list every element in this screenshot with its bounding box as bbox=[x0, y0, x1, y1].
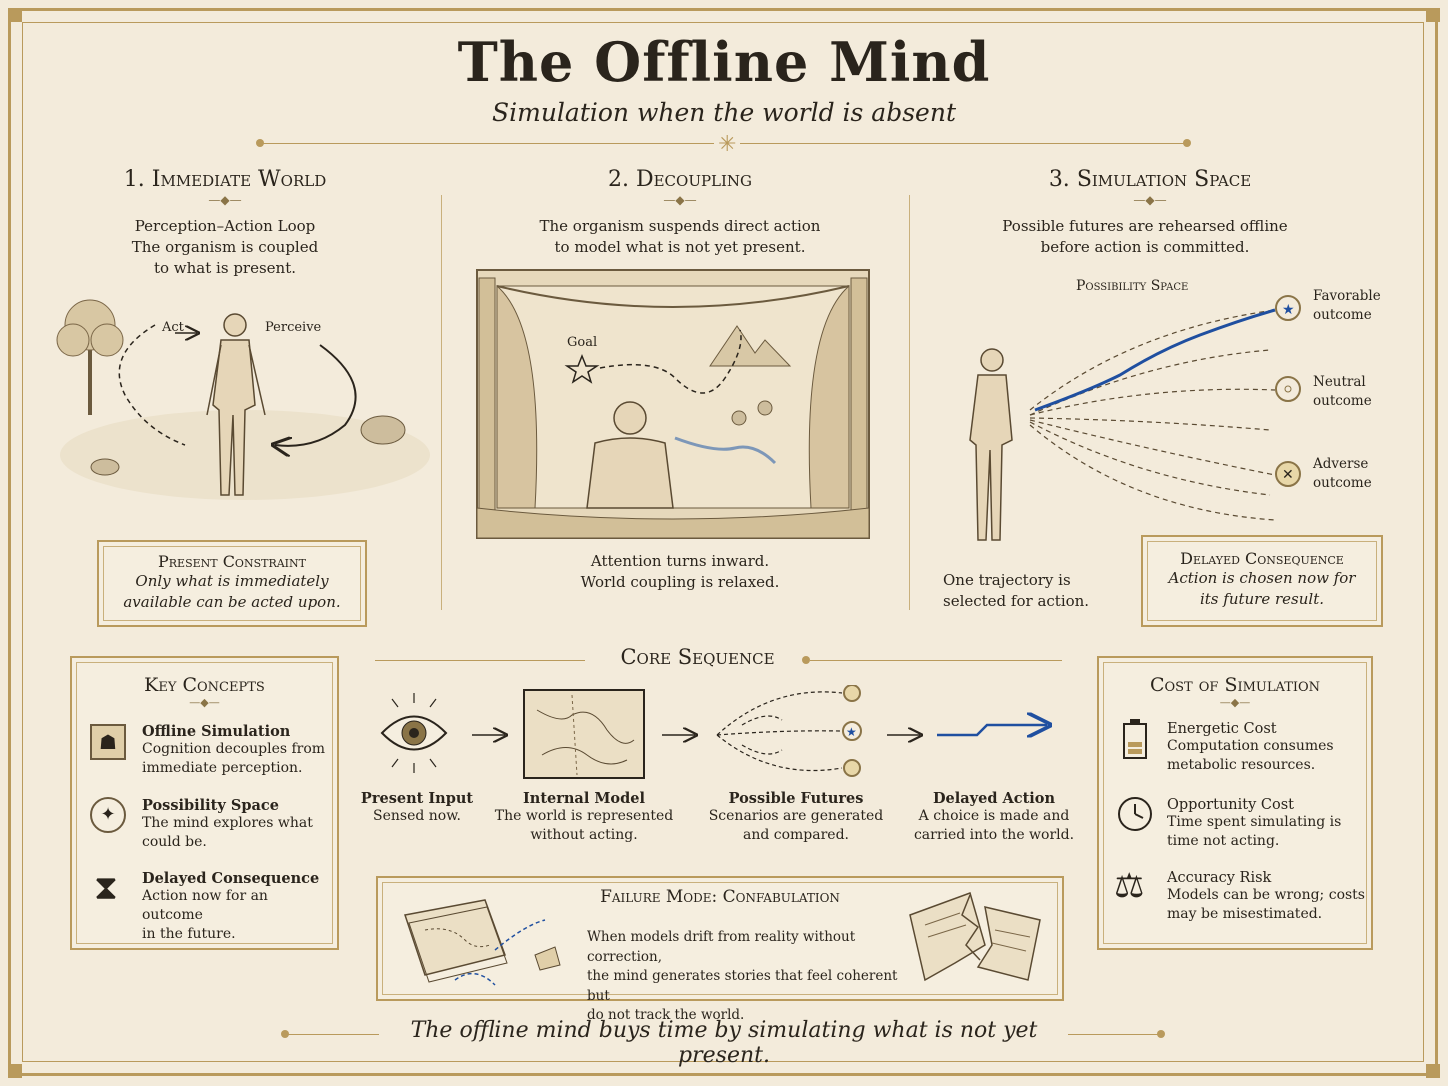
corner-ornament bbox=[8, 1064, 22, 1078]
footer-divider bbox=[287, 1034, 379, 1035]
page-subtitle: Simulation when the world is absent bbox=[491, 98, 956, 127]
perception-action-loop-illustration: Act Perceive bbox=[56, 299, 430, 500]
goal-star-icon bbox=[564, 353, 600, 384]
svg-text:✕: ✕ bbox=[1282, 467, 1294, 483]
framed-figure-icon: ☗ bbox=[90, 724, 126, 760]
section-heading-immediate-world: 1. Immediate World bbox=[123, 167, 327, 192]
human-figure-icon bbox=[969, 348, 1013, 541]
eye-icon bbox=[380, 693, 448, 773]
footer-tagline: The offline mind buys time by simulating… bbox=[410, 1018, 1038, 1068]
divider-dot bbox=[1183, 139, 1191, 147]
svg-text:★: ★ bbox=[1282, 302, 1295, 318]
failure-mode-title: Failure Mode: Confabulation bbox=[600, 887, 840, 907]
concept-item: Delayed Consequence Action now for an ou… bbox=[142, 870, 320, 942]
heading-ornament-icon: —◆— bbox=[208, 193, 242, 207]
delayed-consequence-box: Delayed Consequence Action is chosen now… bbox=[1141, 535, 1383, 627]
goal-label: Goal bbox=[567, 335, 597, 350]
divider-dot bbox=[281, 1030, 289, 1038]
failure-mode-text: When models drift from reality without c… bbox=[587, 929, 898, 1023]
human-figure-icon bbox=[206, 313, 266, 496]
footer-divider bbox=[1068, 1034, 1160, 1035]
svg-text:★: ★ bbox=[846, 725, 857, 739]
section-divider bbox=[909, 195, 910, 610]
section-text: Possible futures are rehearsed offline b… bbox=[1002, 217, 1288, 256]
section-divider bbox=[441, 195, 442, 610]
sequence-divider bbox=[810, 660, 1062, 661]
heading-ornament-icon: —◆— bbox=[1133, 193, 1167, 207]
section-caption: Attention turns inward. World coupling i… bbox=[580, 552, 780, 591]
scattered-maps-illustration bbox=[404, 899, 561, 986]
section-caption: One trajectory is selected for action. bbox=[943, 571, 1090, 610]
heading-ornament-icon: —◆— bbox=[663, 193, 697, 207]
scales-icon: ⚖ bbox=[1114, 866, 1145, 906]
simulation-space-illustration: ★ ✕ bbox=[969, 295, 1301, 541]
core-sequence-title: Core Sequence bbox=[620, 645, 775, 669]
section-heading-simulation-space: 3. Simulation Space bbox=[1048, 167, 1252, 192]
cost-item: Accuracy Risk Models can be wrong; costs… bbox=[1167, 870, 1365, 922]
corner-ornament bbox=[1426, 8, 1440, 22]
perceive-label: Perceive bbox=[265, 320, 322, 335]
selected-trajectory bbox=[1034, 308, 1276, 412]
compass-icon: ✦ bbox=[90, 797, 126, 833]
divider-dot bbox=[256, 139, 264, 147]
divider-dot bbox=[802, 656, 810, 664]
section-heading-decoupling: 2. Decoupling bbox=[607, 167, 753, 192]
blue-arrow-icon bbox=[937, 725, 1047, 735]
core-sequence-diagram: ★ bbox=[380, 685, 1072, 779]
sequence-divider bbox=[375, 660, 585, 661]
divider-dot bbox=[1157, 1030, 1165, 1038]
present-constraint-box: Present Constraint Only what is immediat… bbox=[97, 540, 367, 627]
act-label: Act bbox=[161, 320, 185, 335]
corner-ornament bbox=[8, 8, 22, 22]
concept-item: Offline Simulation Cognition decouples f… bbox=[142, 723, 326, 776]
section-text: The organism suspends direct action to m… bbox=[539, 217, 821, 256]
torn-document-illustration bbox=[909, 892, 1041, 982]
concept-item: Possibility Space The mind explores what… bbox=[142, 797, 313, 850]
sequence-step-present-input: Present Input Sensed now. bbox=[360, 790, 474, 824]
corner-ornament bbox=[1426, 1064, 1440, 1078]
cost-item: Opportunity Cost Time spent simulating i… bbox=[1167, 797, 1342, 849]
adverse-outcome-icon: ✕ bbox=[1275, 461, 1301, 487]
theater-stage-illustration: Goal bbox=[476, 269, 870, 539]
sequence-step-possible-futures: Possible Futures Scenarios are generated… bbox=[708, 790, 884, 843]
hourglass-icon: ⧗ bbox=[94, 868, 118, 908]
possibility-space-label: Possibility Space bbox=[1076, 278, 1189, 294]
section-text: Perception–Action Loop The organism is c… bbox=[131, 217, 319, 277]
human-figure-back-icon bbox=[586, 401, 674, 509]
branching-paths-icon: ★ bbox=[716, 685, 862, 777]
tree-icon bbox=[56, 299, 124, 415]
map-icon bbox=[523, 689, 645, 779]
page-title: The Offline Mind bbox=[457, 30, 991, 94]
battery-icon bbox=[1123, 719, 1147, 759]
clock-icon bbox=[1118, 797, 1152, 831]
star-ornament-icon: ✳ bbox=[714, 132, 741, 157]
outer-frame bbox=[8, 8, 1438, 1076]
neutral-outcome-icon bbox=[1275, 376, 1301, 402]
inner-frame bbox=[22, 22, 1424, 1062]
favorable-outcome-icon: ★ bbox=[1275, 295, 1301, 321]
